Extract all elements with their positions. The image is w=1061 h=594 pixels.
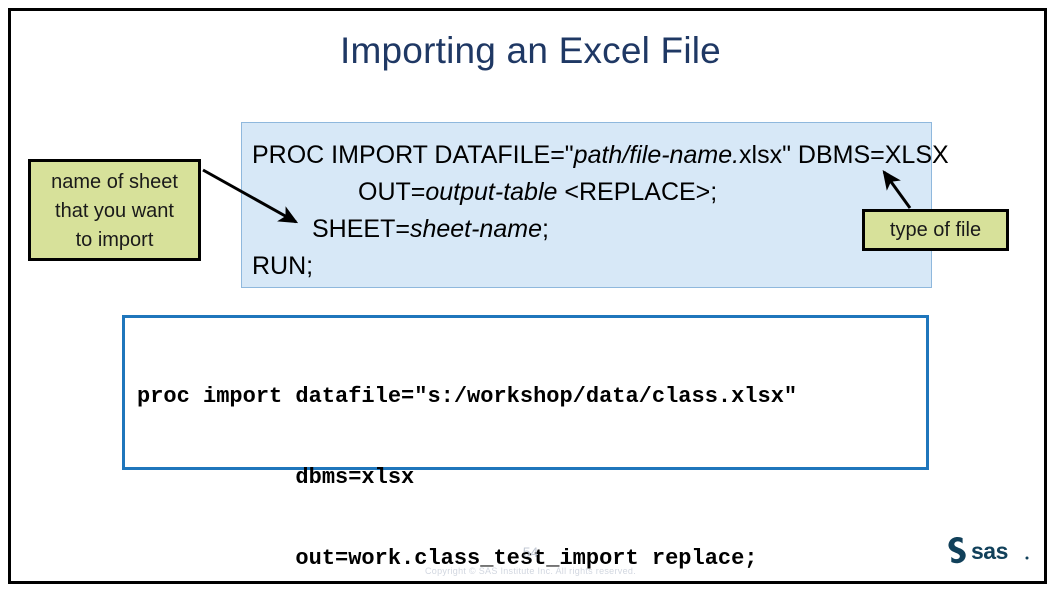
callout-type-line-1: type of file (889, 219, 982, 241)
code-line-1: proc import datafile="s:/workshop/data/c… (137, 384, 798, 409)
callout-sheet-line-1: name of sheet (51, 171, 178, 193)
code-example-box: proc import datafile="s:/workshop/data/c… (122, 315, 929, 571)
syntax-line-3-part3: ; (541, 215, 549, 243)
syntax-line-1-part1: PROC IMPORT DATAFILE=" (252, 141, 574, 169)
sas-logo-mark: sas (948, 537, 1029, 564)
sas-logo: sas (945, 534, 1031, 566)
syntax-line-1-part3: xlsx" DBMS=XLSX (739, 141, 949, 169)
callout-sheet-name: name of sheet that you want to import (28, 159, 201, 261)
code-example-text: proc import datafile="s:/workshop/data/c… (125, 318, 797, 594)
syntax-line-1-italic: path/file-name. (573, 141, 740, 169)
page-number: 54 (522, 544, 539, 560)
syntax-line-1: PROC IMPORT DATAFILE="path/file-name.xls… (252, 137, 949, 174)
code-line-2: dbms=xlsx (137, 465, 415, 490)
callout-file-type: type of file (862, 209, 1009, 251)
slide-border-frame (8, 8, 1047, 584)
page-title: Importing an Excel File (340, 30, 721, 71)
syntax-line-2-italic: output-table (425, 178, 558, 206)
callout-sheet-line-2: that you want (55, 200, 174, 222)
syntax-line-3-part1: SHEET= (312, 215, 410, 243)
syntax-box: PROC IMPORT DATAFILE="path/file-name.xls… (241, 122, 949, 288)
copyright-notice: Copyright © SAS Institute Inc. All right… (424, 566, 636, 576)
syntax-line-3-italic: sheet-name (409, 215, 542, 243)
callout-sheet-line-3: to import (75, 229, 154, 251)
sas-logo-text: sas (971, 538, 1008, 564)
syntax-line-4: RUN; (252, 252, 314, 280)
code-line-3: out=work.class_test_import replace; (137, 546, 758, 571)
syntax-line-2: OUT=output-table <REPLACE>; (252, 174, 923, 211)
syntax-line-3: SHEET=sheet-name; (252, 211, 923, 248)
syntax-box-text: PROC IMPORT DATAFILE="path/file-name.xls… (242, 123, 949, 285)
syntax-line-2-part3: <REPLACE>; (557, 178, 718, 206)
syntax-line-2-part1: OUT= (358, 178, 426, 206)
